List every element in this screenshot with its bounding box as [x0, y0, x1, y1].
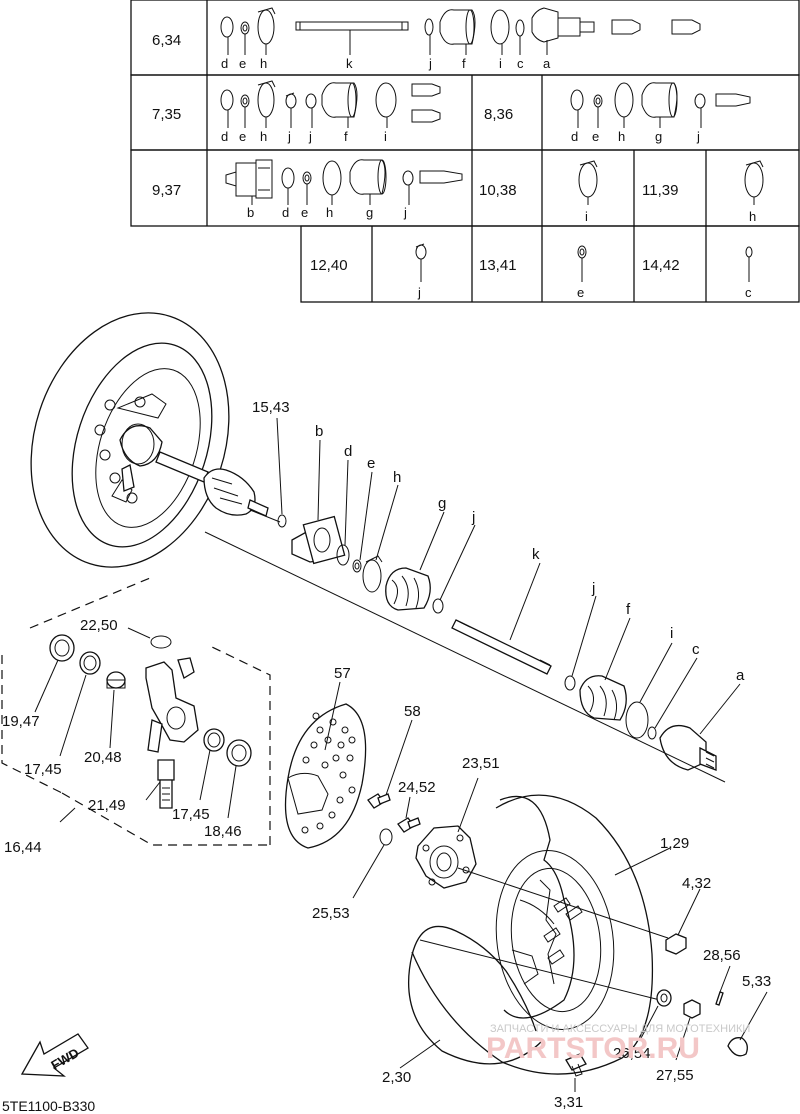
axis-line: [204, 509, 726, 783]
t1-c: c: [517, 56, 524, 71]
label-i: i: [670, 625, 673, 642]
wheel-upper-left: [30, 312, 269, 568]
label-15-43: 15,43: [252, 399, 290, 416]
label-3-31: 3,31: [554, 1094, 583, 1111]
t8-e: e: [577, 285, 584, 300]
table-ref-7-35: 7,35: [152, 106, 181, 123]
table-ref-13-41: 13,41: [479, 257, 517, 274]
t2-e: e: [239, 129, 246, 144]
t4-b: b: [247, 205, 254, 220]
t9-c: c: [745, 285, 752, 300]
label-57: 57: [334, 665, 351, 682]
knuckle-group-outline: [1, 577, 271, 846]
label-a: a: [736, 667, 745, 684]
axle-assembly: [277, 514, 717, 771]
t2-j1: j: [287, 129, 291, 144]
t2-d: d: [221, 129, 228, 144]
t2-h: h: [260, 129, 267, 144]
t1-k: k: [346, 56, 353, 71]
t1-f: f: [462, 56, 466, 71]
label-e: e: [367, 455, 375, 472]
t2-j2: j: [308, 129, 312, 144]
t4-g: g: [366, 205, 373, 220]
label-22-50: 22,50: [80, 617, 118, 634]
label-k: k: [532, 546, 540, 563]
label-21-49: 21,49: [88, 797, 126, 814]
t1-d: d: [221, 56, 228, 71]
watermark-tagline: ЗАПЧАСТИ И АКСЕССУАРЫ ДЛЯ МОТОТЕХНИКИ: [490, 1023, 750, 1035]
label-23-51: 23,51: [462, 755, 500, 772]
label-c: c: [692, 641, 700, 658]
t1-a: a: [543, 56, 551, 71]
table-ref-8-36: 8,36: [484, 106, 513, 123]
t2-f: f: [344, 129, 348, 144]
label-j: j: [471, 509, 475, 526]
table-ref-11-39: 11,39: [642, 182, 678, 199]
t6-h: h: [749, 209, 756, 224]
label-5-33: 5,33: [742, 973, 771, 990]
label-19-47: 19,47: [2, 713, 40, 730]
label-17-45-b: 17,45: [172, 806, 210, 823]
label-20-48: 20,48: [84, 749, 122, 766]
table-ref-12-40: 12,40: [310, 257, 348, 274]
wheel-hub: [415, 825, 477, 889]
label-28-56: 28,56: [703, 947, 741, 964]
bolts: [367, 793, 421, 846]
knuckle-parts: [49, 634, 252, 809]
t1-i: i: [499, 56, 502, 71]
table-ref-14-42: 14,42: [642, 257, 680, 274]
label-18-46: 18,46: [204, 823, 242, 840]
watermark-brand: PARTSTOR.RU: [486, 1032, 700, 1065]
label-16-44: 16,44: [4, 839, 42, 856]
label-58: 58: [404, 703, 421, 720]
t3-d: d: [571, 129, 578, 144]
t4-e: e: [301, 205, 308, 220]
t3-e: e: [592, 129, 599, 144]
table-ref-6-34: 6,34: [152, 32, 181, 49]
leader-lines: [34, 417, 768, 1092]
t3-j: j: [696, 129, 700, 144]
label-1-29: 1,29: [660, 835, 689, 852]
table-ref-9-37: 9,37: [152, 182, 181, 199]
t4-d: d: [282, 205, 289, 220]
label-26-54: 26,54: [613, 1045, 651, 1062]
label-27-55: 27,55: [656, 1067, 694, 1084]
label-25-53: 25,53: [312, 905, 350, 922]
t1-j: j: [428, 56, 432, 71]
label-4-32: 4,32: [682, 875, 711, 892]
t7-j: j: [417, 285, 421, 300]
label-2-30: 2,30: [382, 1069, 411, 1086]
hub-axis: [419, 867, 669, 1001]
label-d: d: [344, 443, 352, 460]
parts-table: 6,34 7,35 8,36 9,37 10,38 11,39 12,40 13…: [130, 0, 800, 303]
t3-h: h: [618, 129, 625, 144]
t4-j: j: [403, 205, 407, 220]
label-b: b: [315, 423, 323, 440]
t1-h: h: [260, 56, 267, 71]
wheel-lower: [408, 794, 654, 1077]
t5-i: i: [585, 209, 588, 224]
t3-g: g: [655, 129, 662, 144]
label-h: h: [393, 469, 401, 486]
hub-fasteners: [656, 933, 748, 1057]
label-j2: j: [591, 580, 595, 597]
label-17-45-a: 17,45: [24, 761, 62, 778]
table-ref-10-38: 10,38: [479, 182, 517, 199]
label-24-52: 24,52: [398, 779, 436, 796]
diagram-code: 5TE1100-B330: [2, 1098, 95, 1114]
label-f: f: [626, 601, 631, 618]
t1-e: e: [239, 56, 246, 71]
t4-h: h: [326, 205, 333, 220]
label-g: g: [438, 495, 446, 512]
fwd-arrow-icon: FWD: [20, 1033, 89, 1077]
brake-disc: [284, 703, 367, 849]
t2-i: i: [384, 129, 387, 144]
